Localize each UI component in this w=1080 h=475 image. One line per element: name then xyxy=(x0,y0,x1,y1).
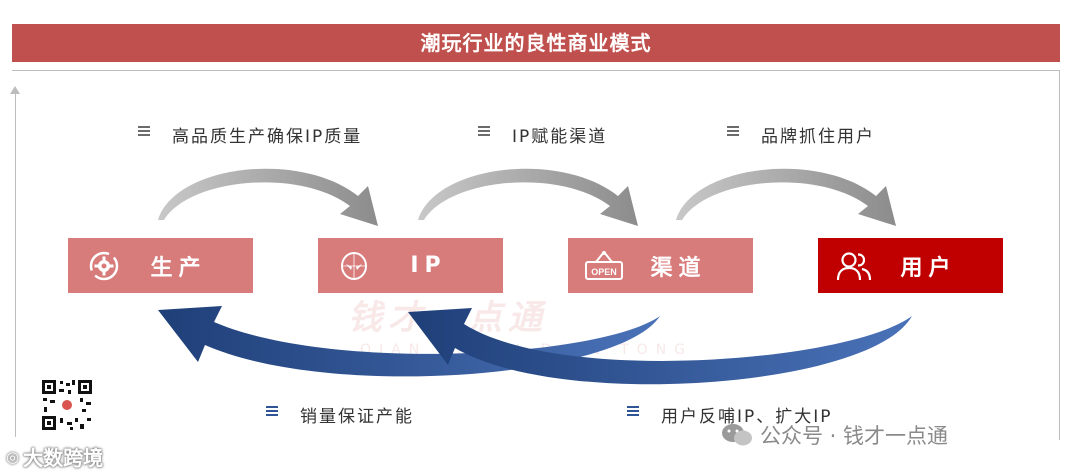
node-label: 用户 xyxy=(900,255,957,281)
flow-label-brand: 品牌抓住用户 xyxy=(727,122,875,147)
bottom-left-watermark: ◎ 大数跨境 xyxy=(6,442,103,471)
qr-code-icon xyxy=(40,378,94,432)
flow-label-feedback: 用户反哺IP、扩大IP xyxy=(627,402,833,427)
list-bullet-icon xyxy=(627,404,639,418)
blue-arrow-2 xyxy=(408,308,912,385)
flow-label-text: 销量保证产能 xyxy=(300,407,414,427)
users-icon xyxy=(834,246,874,286)
list-bullet-icon xyxy=(266,404,278,418)
flow-label-text: 品牌抓住用户 xyxy=(761,127,875,147)
brand-logo-icon: ◎ xyxy=(6,447,20,466)
flow-label-text: IP赋能渠道 xyxy=(512,127,608,147)
flow-label-empower: IP赋能渠道 xyxy=(478,122,607,147)
node-users: 用户 xyxy=(818,238,1003,293)
wechat-icon xyxy=(722,424,752,446)
svg-text:OPEN: OPEN xyxy=(591,267,617,277)
flow-label-quality: 高品质生产确保IP质量 xyxy=(138,122,362,147)
flow-label-text: 用户反哺IP、扩大IP xyxy=(661,407,833,427)
node-ip: IP xyxy=(318,238,503,293)
page-title: 潮玩行业的良性商业模式 xyxy=(12,24,1060,62)
open-sign-icon: OPEN xyxy=(584,246,624,286)
watermark-text: 公众号 · 钱才一点通 xyxy=(760,424,949,448)
node-production: 生产 xyxy=(68,238,253,293)
frame-top-line xyxy=(12,70,1060,71)
list-bullet-icon xyxy=(138,124,150,138)
node-label: IP xyxy=(410,253,447,278)
gray-arrow-1 xyxy=(158,168,378,226)
flow-label-capacity: 销量保证产能 xyxy=(266,402,414,427)
frame-axis-line xyxy=(15,92,16,437)
axis-arrowhead-icon xyxy=(10,86,20,94)
frame-right-line xyxy=(1059,70,1060,440)
list-bullet-icon xyxy=(727,124,739,138)
node-label: 生产 xyxy=(150,255,207,281)
node-channel: OPEN 渠道 xyxy=(568,238,753,293)
watermark-text: 大数跨境 xyxy=(23,446,104,470)
gray-arrow-2 xyxy=(418,168,638,226)
gray-arrow-3 xyxy=(676,168,896,226)
bottom-right-watermark: 公众号 · 钱才一点通 xyxy=(720,420,948,450)
flow-label-text: 高品质生产确保IP质量 xyxy=(172,127,363,147)
spiderman-mask-icon xyxy=(334,246,374,286)
node-label: 渠道 xyxy=(650,255,707,281)
gear-cycle-icon xyxy=(84,246,124,286)
list-bullet-icon xyxy=(478,124,490,138)
